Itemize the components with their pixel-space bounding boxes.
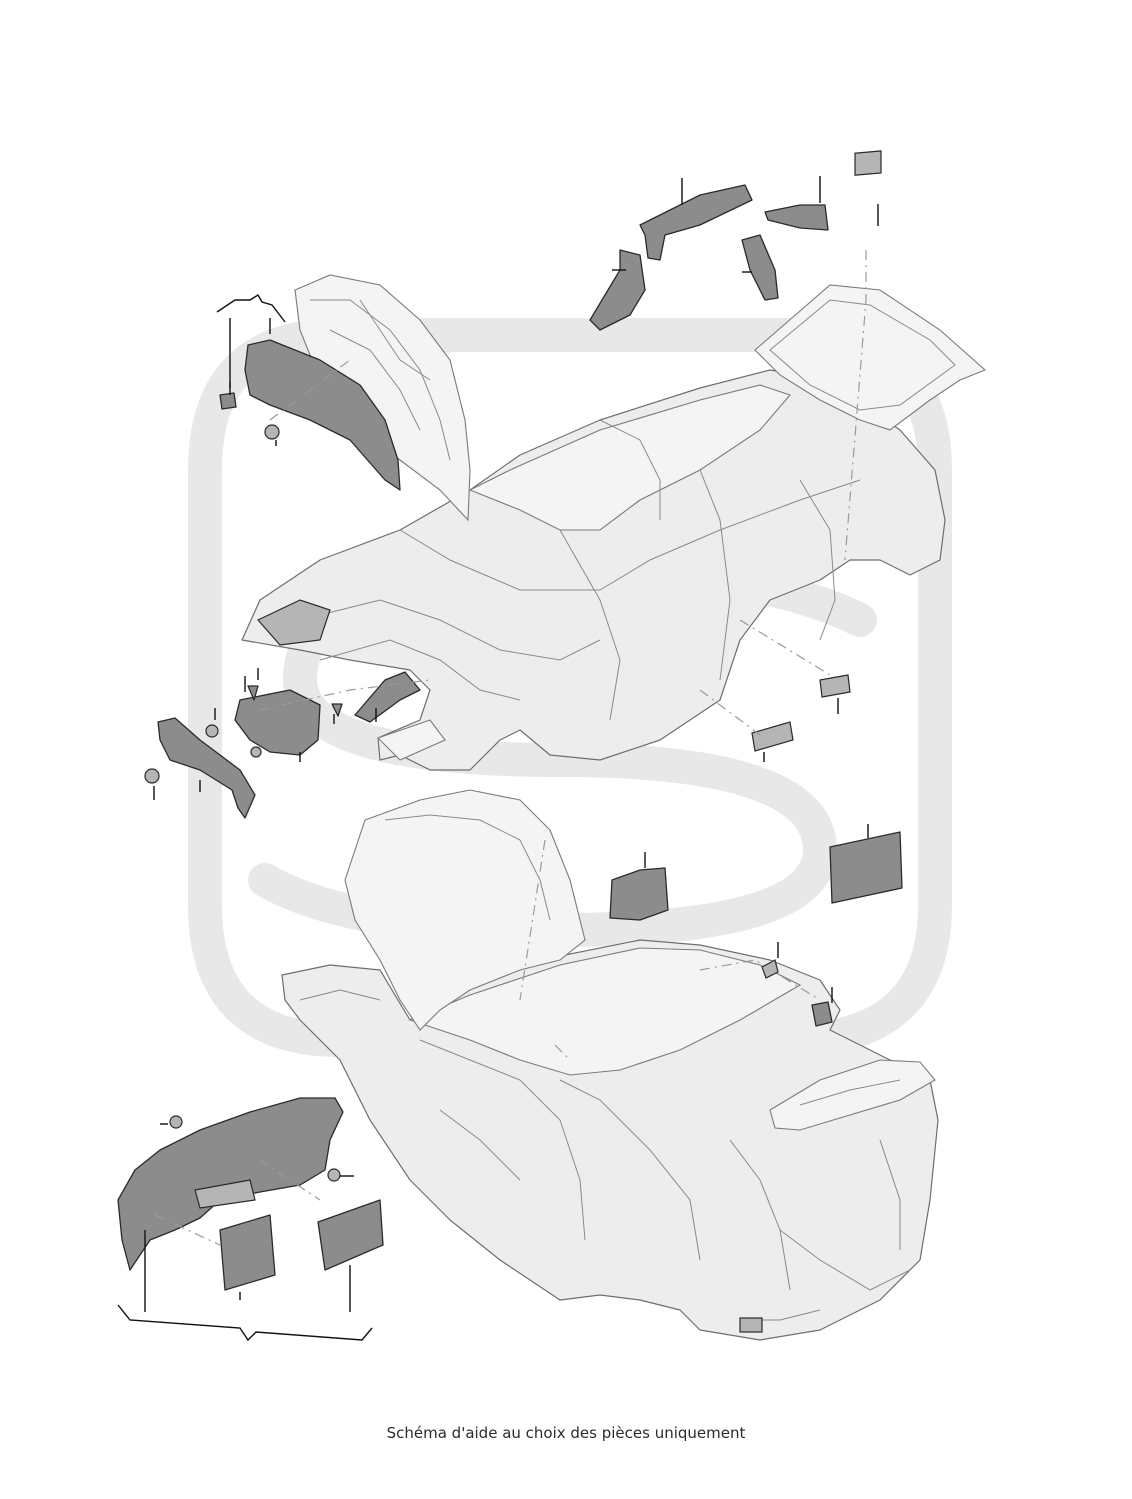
clip-7 [327,1168,341,1182]
clip-3 [205,724,219,738]
bracket-lower [609,867,669,921]
lower-car-body [281,789,939,1341]
foam-block-top [854,150,882,176]
front-left-parts [144,668,431,819]
clip-2 [264,424,280,440]
dashboard-insulation-group [117,1097,384,1342]
lower-right-parts [609,852,833,1027]
clip-1 [219,392,237,410]
clip-6 [169,1115,183,1129]
footer-caption: Schéma d'aide au choix des pièces unique… [386,1424,746,1442]
clip-lower [811,1001,833,1027]
middle-right-parts [699,619,903,904]
screw-2 [331,703,343,717]
sound-mat [829,831,903,904]
insulation-pad-b [317,1199,384,1271]
bracket-right [764,204,829,231]
foam-block-b [751,721,794,752]
insulation-pad-a [219,1214,276,1291]
clip-4 [144,768,160,784]
hood-insulation-pad [244,339,401,491]
screw-1 [247,685,259,701]
upper-car-body [241,274,987,771]
crossmember-panel [639,184,753,261]
insulation-flap [194,1179,256,1209]
rear-lamp-cutout [739,1317,763,1333]
grommet [761,959,779,979]
clip-5 [250,746,262,758]
bracket-left [589,249,646,331]
strut-bracket [354,671,421,723]
foam-block-a [819,674,851,698]
hood-insulation-group [216,294,401,491]
upper-right-parts [589,150,882,561]
bracket-small [741,234,779,301]
wheelhouse-liner [157,717,256,819]
